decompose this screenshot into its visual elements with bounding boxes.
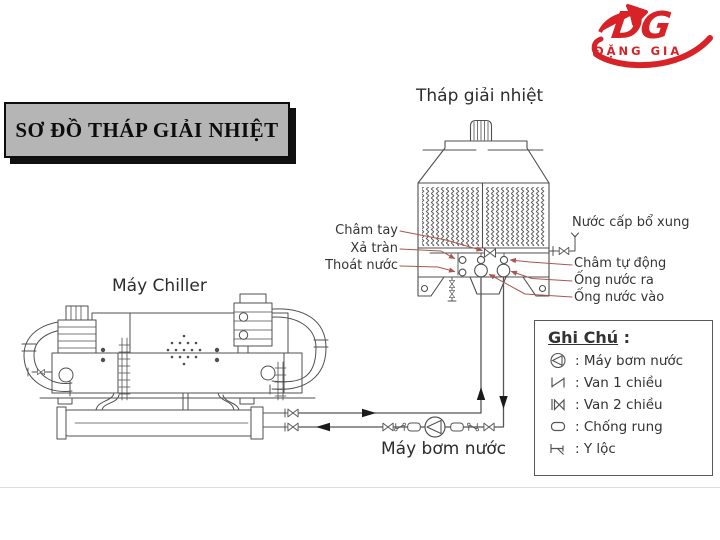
chiller-drawing: [21, 293, 329, 440]
legend-item-one-way-valve: : Van 1 chiều: [548, 374, 712, 391]
leader-lines: [399, 230, 573, 298]
anti-vibration-icon: [548, 418, 568, 435]
pump-label: Máy bơm nước: [381, 439, 507, 459]
manual-fill-label: Châm tay: [335, 223, 398, 238]
pump-icon: [548, 352, 568, 369]
logo-swoosh-icon: [591, 4, 713, 69]
legend-box: Ghi Chú : : Máy bơm nước : Van 1 chiều: [534, 320, 713, 476]
tower-label: Tháp giải nhiệt: [416, 86, 544, 106]
diagram-title-box: SƠ ĐỒ THÁP GIẢI NHIỆT: [4, 102, 290, 158]
overflow-label: Xả tràn: [350, 241, 398, 256]
diagram-title: SƠ ĐỒ THÁP GIẢI NHIỆT: [15, 117, 279, 142]
one-way-valve-icon: [548, 374, 568, 391]
auto-fill-label: Châm tự động: [574, 256, 667, 271]
two-way-valve-icon: [548, 396, 568, 413]
chiller-label: Máy Chiller: [112, 276, 207, 296]
water-out-label: Ống nước ra: [574, 273, 654, 288]
y-strainer-icon: [548, 440, 568, 457]
pump-symbol: [424, 416, 446, 438]
logo-monogram: DG: [608, 4, 673, 47]
water-in-label: Ống nước vào: [574, 290, 665, 305]
makeup-water-label: Nước cấp bổ xung: [572, 215, 690, 230]
logo-company-name: ĐẶNG GIA: [594, 44, 683, 58]
legend-title: Ghi Chú :: [548, 328, 631, 347]
pipe-network: [262, 276, 505, 438]
company-logo: DG ĐẶNG GIA: [588, 2, 718, 72]
chiller-dots: [100, 334, 220, 366]
legend-item-two-way-valve: : Van 2 chiều: [548, 396, 712, 413]
legend-item-pump: : Máy bơm nước: [548, 352, 712, 369]
page-edge-line: [0, 487, 720, 488]
drain-label: Thoát nước: [325, 258, 398, 273]
legend-item-anti-vibration: : Chống rung: [548, 418, 712, 435]
cooling-tower-drawing: [417, 119, 579, 302]
legend-item-y-strainer: : Y lộc: [548, 440, 712, 457]
flow-arrows: [316, 387, 508, 432]
